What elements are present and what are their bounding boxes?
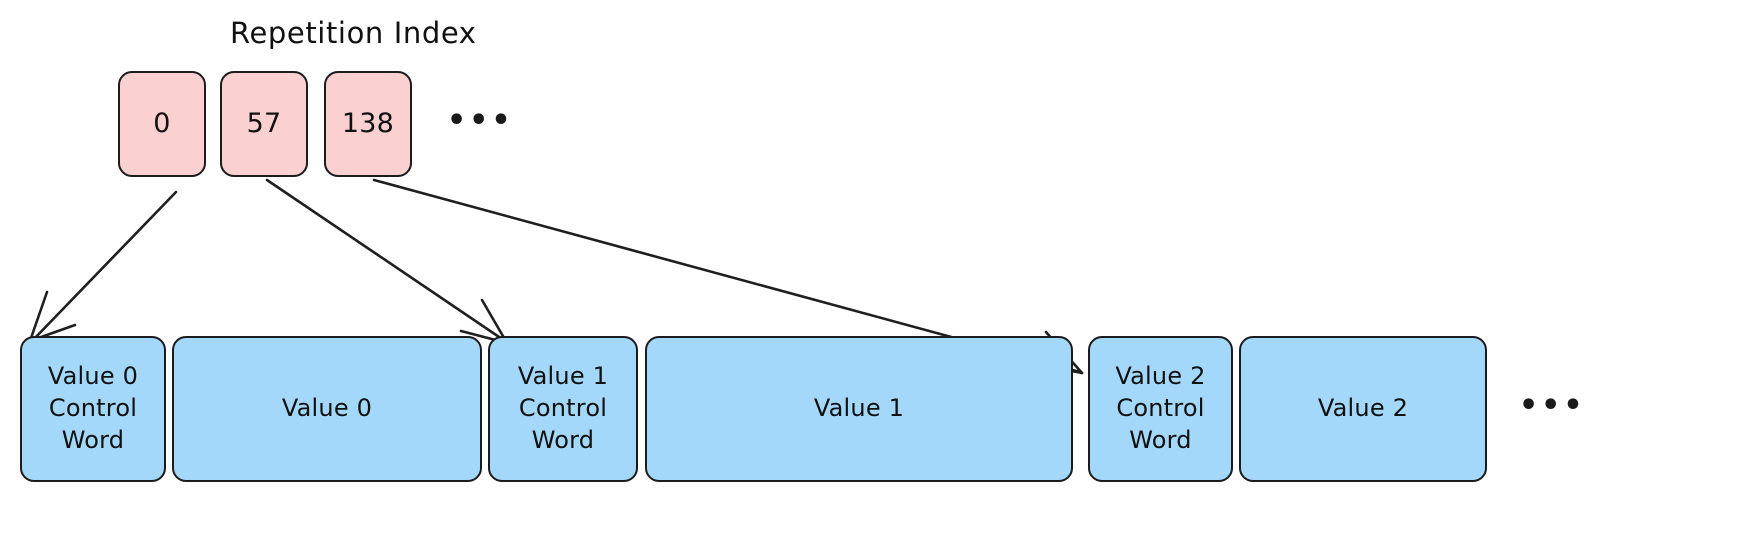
value-box-value-2-control-word-label: Value 2 Control Word — [1115, 362, 1206, 454]
index-box-2[interactable]: 138 — [324, 71, 412, 177]
index-row-ellipsis: ••• — [447, 103, 514, 138]
value-box-value-1-label: Value 1 — [813, 394, 905, 423]
arrow-index0-to-value0-control-word — [28, 190, 178, 343]
value-box-value-1[interactable]: Value 1 — [645, 336, 1073, 482]
index-box-1[interactable]: 57 — [220, 71, 308, 177]
page-title: Repetition Index — [230, 16, 477, 50]
index-box-0-label: 0 — [153, 108, 171, 140]
index-box-0[interactable]: 0 — [118, 71, 206, 177]
value-box-value-1-control-word[interactable]: Value 1 Control Word — [488, 336, 638, 482]
value-row-ellipsis: ••• — [1519, 388, 1586, 423]
arrow-index57-to-value1-control-word — [265, 178, 509, 345]
value-box-value-2[interactable]: Value 2 — [1239, 336, 1487, 482]
value-box-value-0-control-word[interactable]: Value 0 Control Word — [20, 336, 166, 482]
value-box-value-0-control-word-label: Value 0 Control Word — [47, 362, 139, 454]
value-box-value-2-control-word[interactable]: Value 2 Control Word — [1088, 336, 1233, 482]
value-box-value-0-label: Value 0 — [281, 394, 373, 423]
value-box-value-1-control-word-label: Value 1 Control Word — [517, 362, 609, 454]
value-box-value-0[interactable]: Value 0 — [172, 336, 482, 482]
value-box-value-2-label: Value 2 — [1317, 394, 1409, 423]
index-box-2-label: 138 — [341, 108, 395, 140]
index-box-1-label: 57 — [246, 108, 282, 140]
